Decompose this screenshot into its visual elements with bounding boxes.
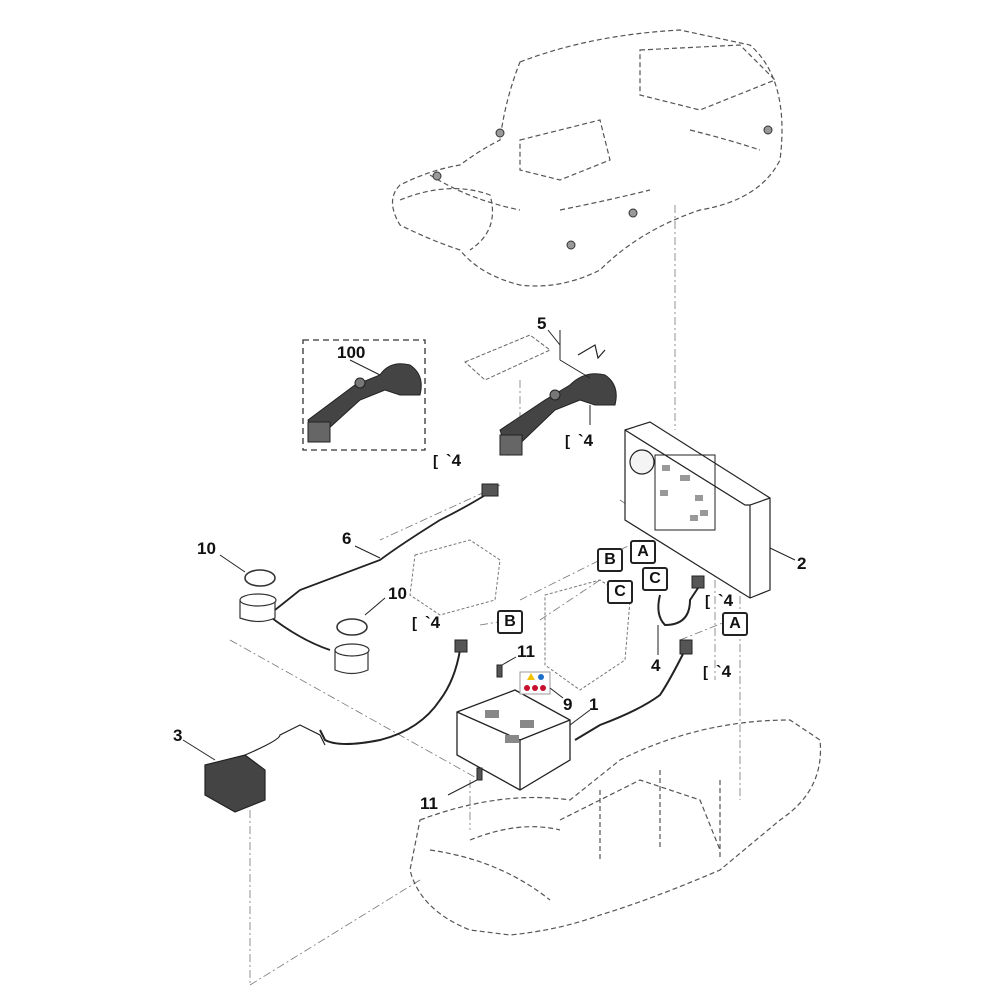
- callout-4: 4: [651, 656, 661, 675]
- connector-c-left: C: [607, 580, 633, 604]
- alternate-part-box: [302, 339, 426, 451]
- callout-10-right: 10: [388, 584, 407, 603]
- callout-100: 100: [337, 343, 366, 362]
- ref-4-a: [`4: [703, 662, 732, 681]
- cable-main-right: [574, 649, 686, 741]
- battery-holder-3: [204, 724, 326, 813]
- callout-11-top: 11: [517, 642, 535, 661]
- leader-lines: [182, 329, 796, 796]
- callout-9: 9: [563, 695, 573, 714]
- cable-main-left: [319, 649, 461, 745]
- bracket-plate: [464, 334, 551, 381]
- callout-5: 5: [537, 314, 547, 333]
- connector-b-lower: B: [497, 610, 523, 634]
- connector-a-upper: A: [630, 540, 656, 564]
- control-panel-2: [624, 421, 771, 599]
- callout-6: 6: [342, 529, 352, 548]
- sealing-rings: [244, 569, 368, 636]
- sensor-housings: [239, 593, 370, 675]
- callout-1: 1: [589, 695, 599, 714]
- ref-4-harness5: [`4: [565, 431, 594, 450]
- ref-4-mid: [`4: [412, 613, 441, 632]
- warning-label-9: [519, 671, 551, 695]
- sensor-cable-6: [267, 491, 491, 651]
- cable-4-c: [657, 584, 701, 627]
- top-cover-outline: [391, 29, 783, 287]
- harness-100: [307, 363, 422, 443]
- callout-3: 3: [173, 726, 183, 745]
- callout-11-bottom: 11: [420, 794, 438, 813]
- callout-2: 2: [797, 554, 807, 573]
- top-cover-screws: [432, 125, 773, 250]
- bottom-chassis-outline: [409, 719, 822, 936]
- motor-units: [409, 539, 631, 691]
- harness-5: [499, 373, 617, 456]
- ref-4-top: [`4: [433, 451, 462, 470]
- main-control-unit-1: [456, 689, 571, 791]
- screws-11: [476, 664, 503, 781]
- connector-c-right: C: [642, 567, 668, 591]
- wire-5: [577, 344, 606, 360]
- callout-10-left: 10: [197, 539, 216, 558]
- connector-a-lower: A: [722, 612, 748, 636]
- connector-b-upper: B: [597, 548, 623, 572]
- ref-4-c: [`4: [705, 591, 734, 610]
